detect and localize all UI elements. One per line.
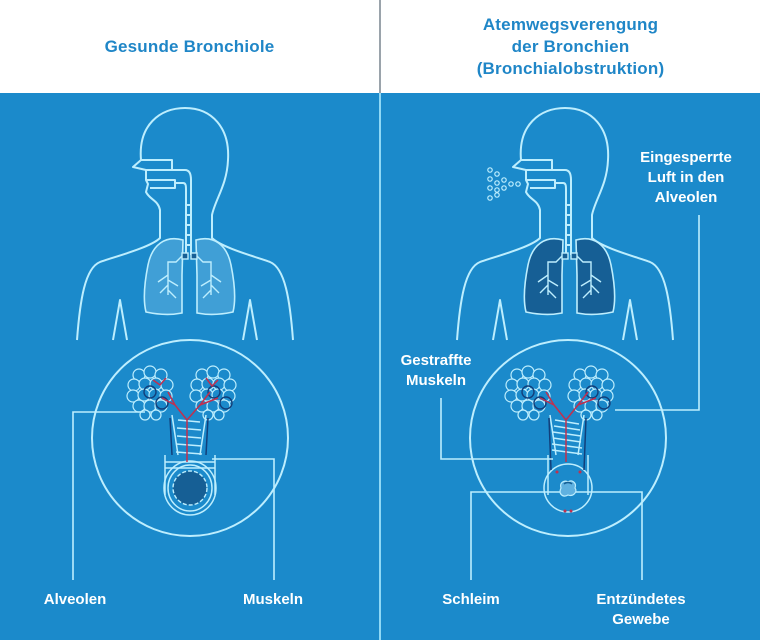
header-divider — [379, 0, 381, 93]
human-body-outline-icon — [456, 107, 674, 341]
title-healthy-bronchiole: Gesunde Bronchiole — [104, 36, 275, 56]
leader-gestraffte-muskeln — [440, 398, 553, 460]
dark-alveoli-icon — [143, 385, 233, 410]
open-airway-lumen-icon — [172, 470, 208, 506]
bronchi-tube-icon — [543, 414, 593, 513]
bronchi-tube-icon — [163, 414, 217, 516]
bronchial-tree-icon — [537, 252, 602, 299]
obstructed-lungs-icon — [523, 238, 616, 316]
leader-schleim — [470, 491, 560, 580]
magnify-circle — [469, 339, 667, 537]
label-muskeln: Muskeln — [242, 591, 303, 608]
leader-lines — [72, 411, 275, 580]
bronchial-tree-icon — [157, 252, 222, 299]
leader-muskeln — [212, 458, 275, 580]
trapped-air-bubbles-icon — [487, 167, 521, 201]
header-healthy: Gesunde Bronchiole — [0, 0, 379, 93]
label-alveolen: Alveolen — [43, 591, 107, 608]
magnify-circle — [91, 339, 289, 537]
leader-lines — [440, 215, 700, 580]
leader-entzuendetes-gewebe — [576, 491, 643, 580]
mucus-blob-icon — [559, 480, 577, 497]
leader-alveolen — [72, 411, 145, 580]
blood-vessel-icon — [539, 391, 597, 513]
obstructed-illustration — [440, 107, 700, 580]
panel-healthy: Alveolen Muskeln — [0, 93, 379, 640]
human-body-outline-icon — [76, 107, 294, 341]
leader-eingesperrte-luft — [615, 215, 700, 411]
label-entzuendetes-gewebe: Entzündetes Gewebe — [596, 591, 686, 628]
dark-alveoli-icon — [521, 385, 611, 410]
panel-obstructed: Eingesperrte Luft in den Alveolen Gestra… — [381, 93, 760, 640]
title-bronchial-obstruction: Atemwegsverengung der Bronchien (Bronchi… — [476, 14, 665, 78]
panel-divider — [379, 93, 381, 640]
blood-vessel-icon — [152, 377, 219, 462]
healthy-lungs-icon — [143, 238, 236, 316]
label-schleim: Schleim — [442, 591, 500, 608]
label-eingesperrte-luft: Eingesperrte Luft in den Alveolen — [640, 149, 732, 206]
label-gestraffte-muskeln: Gestraffte Muskeln — [400, 352, 472, 389]
healthy-illustration — [72, 107, 294, 580]
header-obstructed: Atemwegsverengung der Bronchien (Bronchi… — [381, 0, 760, 93]
